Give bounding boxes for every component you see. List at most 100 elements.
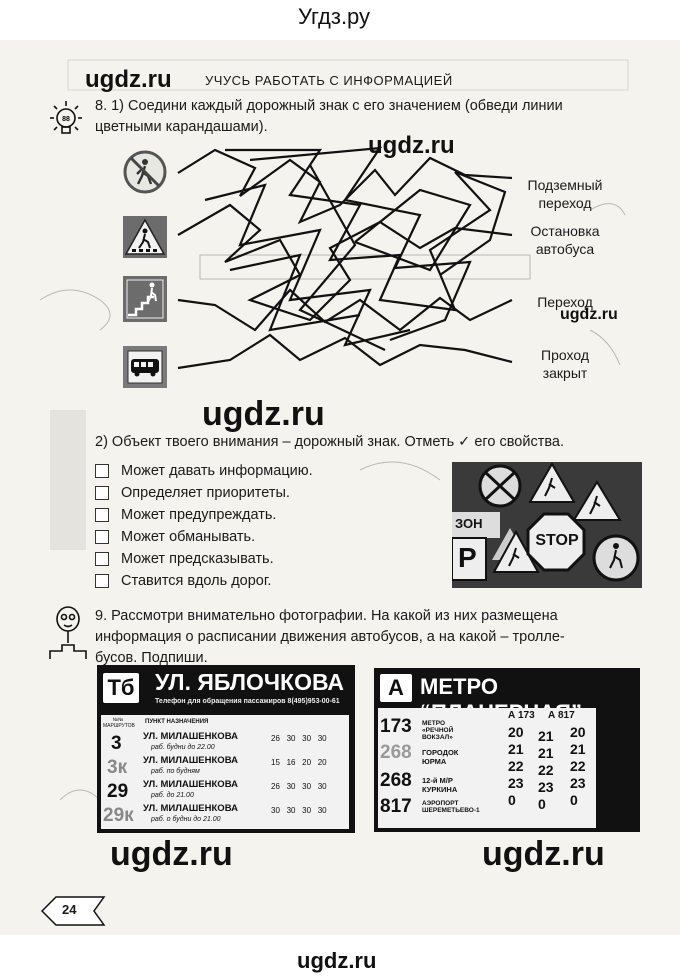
board1-street: УЛ. ЯБЛОЧКОВА [155,669,345,695]
option-checkbox[interactable] [95,530,109,544]
interval-row: 26 30 30 30 [271,733,327,744]
board2-route: 817 [380,796,412,817]
route-badge: А [380,674,412,702]
option-label: Определяет приоритеты. [121,485,290,501]
watermark-2: ugdz.ru [368,132,455,159]
time-cell: 21 [538,728,554,744]
board1-route: 29 [107,781,129,802]
time-cell: 22 [538,762,554,778]
interval-row: 15 16 20 20 [271,757,327,768]
time-cell: 23 [508,775,524,791]
board2-times-col: 20 21 22 23 0 [508,724,524,809]
option-checkbox[interactable] [95,464,109,478]
option-row[interactable]: Определяет приоритеты. [95,482,313,504]
bottom-bar [0,935,680,980]
collage-parking-text: P [458,542,477,573]
time-cell: 20 [508,724,524,740]
board2-dest: ГОРОДОК ЮРМА [422,748,459,766]
board1-route: 29к [103,805,134,826]
time-cell: 22 [570,758,586,774]
interval-cell: 30 [302,806,312,815]
board1-dest: УЛ. МИЛАШЕНКОВА [143,731,238,742]
board1-phone: Телефон для обращения пассажиров 8(495)9… [155,698,340,705]
character-on-steps-icon [49,606,87,659]
label-crossing: Переход [537,294,593,310]
label-closed: Проход закрыт [515,346,615,382]
option-checkbox[interactable] [95,486,109,500]
board1-note: раб. до 21.00 [151,792,194,799]
label-underpass-line2: переход [538,195,592,211]
interval-row: 30 30 30 30 [271,805,327,816]
sign-bus-stop [122,345,168,389]
interval-cell: 16 [286,758,296,767]
board1-intervals: 26 30 30 30 15 16 20 20 26 30 30 30 30 3… [271,733,327,816]
interval-cell: 30 [317,806,327,815]
board2-bus-817: А 817 [548,710,575,721]
interval-cell: 26 [271,782,280,791]
task8-part2: 2) Объект твоего внимания – дорожный зна… [95,434,564,450]
option-label: Ставится вдоль дорог. [121,573,272,589]
lightbulb-icon: 88 [50,101,82,134]
watermark-6: ugdz.ru [482,835,605,873]
sign-no-pedestrians [122,150,168,194]
interval-row: 26 30 30 30 [271,781,327,792]
option-checkbox[interactable] [95,574,109,588]
option-row[interactable]: Может обманывать. [95,526,313,548]
option-row[interactable]: Может давать информацию. [95,460,313,482]
collage-zone-text: ЗОН [455,516,483,531]
time-cell: 0 [570,792,578,808]
board2-table: 173 268 268 817 МЕТРО «РЕЧНОЙ ВОКЗАЛ» ГО… [378,708,596,828]
time-cell: 21 [508,741,524,757]
interval-cell: 30 [271,806,280,815]
watermark-5: ugdz.ru [110,835,233,873]
board2-route: 268 [380,742,412,763]
option-row[interactable]: Может предупреждать. [95,504,313,526]
task9-line1: 9. Рассмотри внимательно фотографии. На … [95,608,558,624]
board1-note: раб. по будням [151,768,200,775]
label-bus-stop-line1: Остановка [530,223,600,239]
page-number: 24 [62,902,77,917]
board1-col-dest: ПУНКТ НАЗНАЧЕНИЯ [145,719,209,725]
sign-underground-crossing [122,275,168,322]
option-label: Может обманывать. [121,529,256,545]
task8-line2: цветными карандашами). [95,119,268,135]
interval-cell: 30 [286,734,296,743]
board1-table: №№ МАРШРУТОВ ПУНКТ НАЗНАЧЕНИЯ 3 3к 29 29… [101,715,349,829]
option-label: Может предупреждать. [121,507,277,523]
watermark-top: Угдз.ру [298,4,371,29]
task9-line3: бусов. Подпиши. [95,650,208,666]
watermark-1: ugdz.ru [85,66,172,93]
watermark-bottom: ugdz.ru [297,948,377,973]
task8-line1: 8. 1) Соедини каждый дорожный знак с его… [95,98,563,114]
interval-cell: 20 [317,758,327,767]
option-checkbox[interactable] [95,552,109,566]
option-checkbox[interactable] [95,508,109,522]
task9-line2: информация о расписании движения автобус… [95,629,565,645]
interval-cell: 15 [271,758,280,767]
board2-dest: АЭРОПОРТ ШЕРЕМЕТЬЕВО-1 [422,800,480,814]
page-number-arrow [40,896,106,926]
option-row[interactable]: Ставится вдоль дорог. [95,570,313,592]
board2-route: 268 [380,770,412,791]
option-row[interactable]: Может предсказывать. [95,548,313,570]
time-cell: 23 [570,775,586,791]
label-closed-line2: закрыт [542,365,588,381]
section-title: УЧУСЬ РАБОТАТЬ С ИНФОРМАЦИЕЙ [205,73,453,88]
label-underpass: Подземный переход [515,176,615,212]
interval-cell: 20 [302,758,312,767]
board1-note: раб. о будни до 21.00 [151,816,221,823]
board2-bus-173: А 173 [508,710,535,721]
board2-times-col: 21 21 22 23 0 [538,728,554,813]
time-cell: 23 [538,779,554,795]
interval-cell: 30 [286,806,296,815]
interval-cell: 30 [302,734,312,743]
label-underpass-line1: Подземный [527,177,603,193]
interval-cell: 30 [302,782,312,791]
watermark-4: ugdz.ru [202,395,325,433]
board1-dest: УЛ. МИЛАШЕНКОВА [143,755,238,766]
label-bus-stop: Остановка автобуса [515,222,615,258]
time-cell: 21 [570,741,586,757]
board2-route: 173 [380,716,412,737]
